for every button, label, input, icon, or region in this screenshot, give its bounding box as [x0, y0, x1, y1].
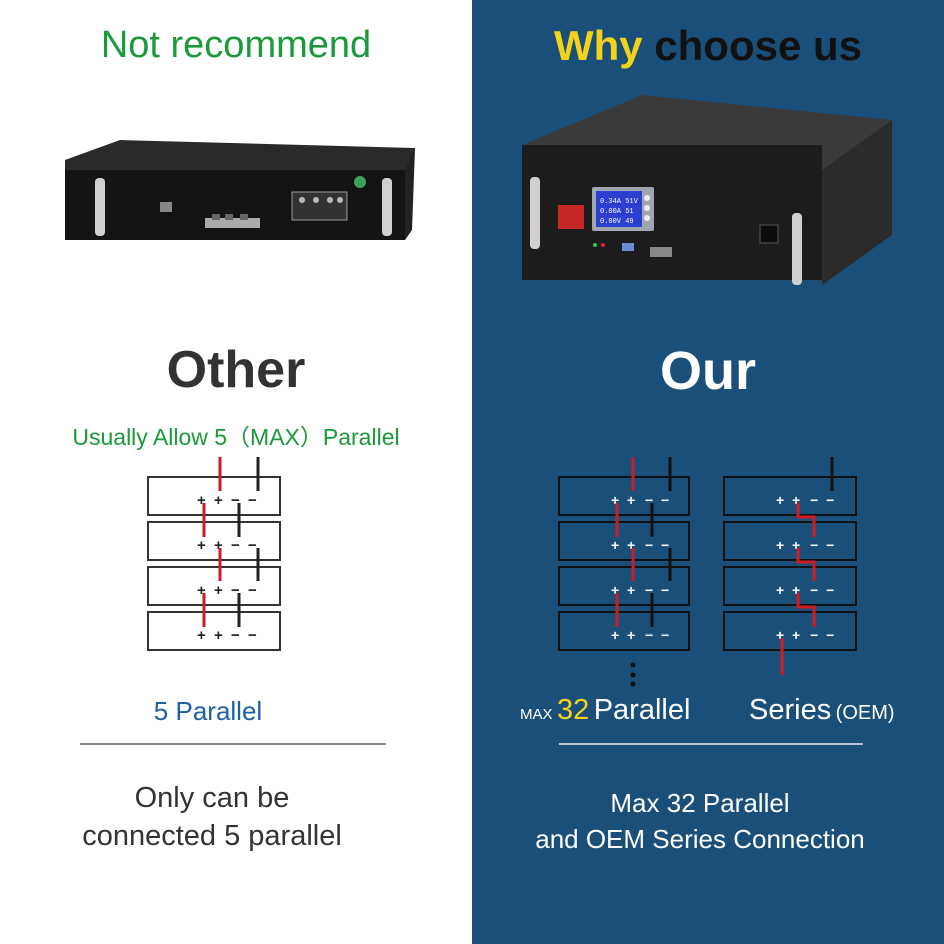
svg-text:+: + — [197, 492, 206, 509]
svg-text:−: − — [661, 492, 669, 508]
svg-text:+: + — [792, 627, 800, 643]
svg-text:+: + — [611, 582, 619, 598]
svg-text:+: + — [214, 627, 223, 644]
svg-text:−: − — [826, 492, 834, 508]
svg-text:+: + — [627, 492, 635, 508]
five-parallel-diagram: ++−− ++−− ++−− ++−− — [147, 457, 281, 651]
svg-text:+: + — [792, 492, 800, 508]
svg-text:0.34A 51V: 0.34A 51V — [600, 198, 639, 206]
svg-text:0.00V 49: 0.00V 49 — [600, 218, 634, 226]
svg-text:+: + — [776, 492, 784, 508]
other-subtitle: Usually Allow 5（MAX）Parallel — [72, 424, 400, 450]
svg-text:+: + — [776, 582, 784, 598]
svg-text:+: + — [214, 537, 223, 554]
svg-text:−: − — [231, 627, 240, 644]
svg-text:+: + — [197, 627, 206, 644]
series-oem-label: Series (OEM) — [749, 694, 895, 727]
five-parallel-label: 5 Parallel — [153, 696, 263, 726]
svg-text:+: + — [611, 627, 619, 643]
other-title: Other — [166, 341, 306, 399]
svg-text:−: − — [810, 537, 818, 553]
svg-text:−: − — [810, 582, 818, 598]
not-recommend-header: Not recommend — [100, 24, 372, 66]
svg-text:+: + — [627, 537, 635, 553]
thirty-two-parallel-diagram: ++−− ++−− ++−− ++−− — [558, 457, 690, 687]
svg-text:+: + — [792, 582, 800, 598]
svg-text:+: + — [776, 627, 784, 643]
svg-text:−: − — [231, 537, 240, 554]
svg-text:0.00A 51: 0.00A 51 — [600, 208, 634, 216]
other-battery-image — [65, 140, 415, 240]
svg-text:−: − — [248, 627, 257, 644]
svg-text:−: − — [810, 492, 818, 508]
parallel-number: 32 — [556, 694, 590, 726]
max-prefix: MAX — [520, 706, 553, 723]
svg-text:−: − — [248, 582, 257, 599]
svg-text:−: − — [645, 582, 653, 598]
svg-text:+: + — [611, 492, 619, 508]
series-diagram: ++−− ++−− ++−− ++−− — [723, 457, 857, 675]
parallel-word: Parallel — [593, 694, 691, 726]
left-caption-line1: Only can be — [134, 782, 290, 814]
left-divider — [80, 743, 386, 745]
svg-text:−: − — [248, 537, 257, 554]
svg-text:−: − — [661, 537, 669, 553]
svg-text:+: + — [197, 537, 206, 554]
svg-text:−: − — [231, 492, 240, 509]
svg-text:−: − — [645, 492, 653, 508]
right-caption-line2: and OEM Series Connection — [535, 824, 865, 854]
svg-text:−: − — [826, 582, 834, 598]
our-title: Our — [659, 341, 756, 401]
svg-text:−: − — [661, 582, 669, 598]
svg-text:−: − — [826, 537, 834, 553]
svg-text:−: − — [248, 492, 257, 509]
svg-text:+: + — [214, 492, 223, 509]
svg-text:+: + — [197, 582, 206, 599]
choose-us-words: choose us — [654, 22, 863, 69]
svg-text:−: − — [826, 627, 834, 643]
right-caption-line1: Max 32 Parallel — [610, 788, 790, 818]
right-panel: Why choose us 0.34A 51V 0.00A 51 0.00V 4… — [472, 0, 944, 944]
our-battery-image: 0.34A 51V 0.00A 51 0.00V 49 — [522, 95, 892, 285]
svg-text:−: − — [645, 627, 653, 643]
max-parallel-label: MAX 32 Parallel — [520, 694, 690, 727]
left-panel: Not recommend Other Usually Allow 5（MAX）… — [65, 24, 415, 852]
svg-text:+: + — [792, 537, 800, 553]
svg-text:+: + — [611, 537, 619, 553]
why-word: Why — [553, 22, 643, 69]
svg-text:−: − — [645, 537, 653, 553]
series-word: Series — [749, 694, 832, 726]
right-divider — [559, 743, 863, 745]
svg-text:+: + — [214, 582, 223, 599]
why-choose-us-header: Why choose us — [472, 22, 944, 70]
svg-text:−: − — [661, 627, 669, 643]
svg-text:−: − — [810, 627, 818, 643]
svg-text:+: + — [627, 582, 635, 598]
svg-text:−: − — [231, 582, 240, 599]
oem-suffix: (OEM) — [835, 702, 895, 724]
left-caption-line2: connected 5 parallel — [82, 820, 342, 852]
svg-text:+: + — [776, 537, 784, 553]
svg-text:+: + — [627, 627, 635, 643]
